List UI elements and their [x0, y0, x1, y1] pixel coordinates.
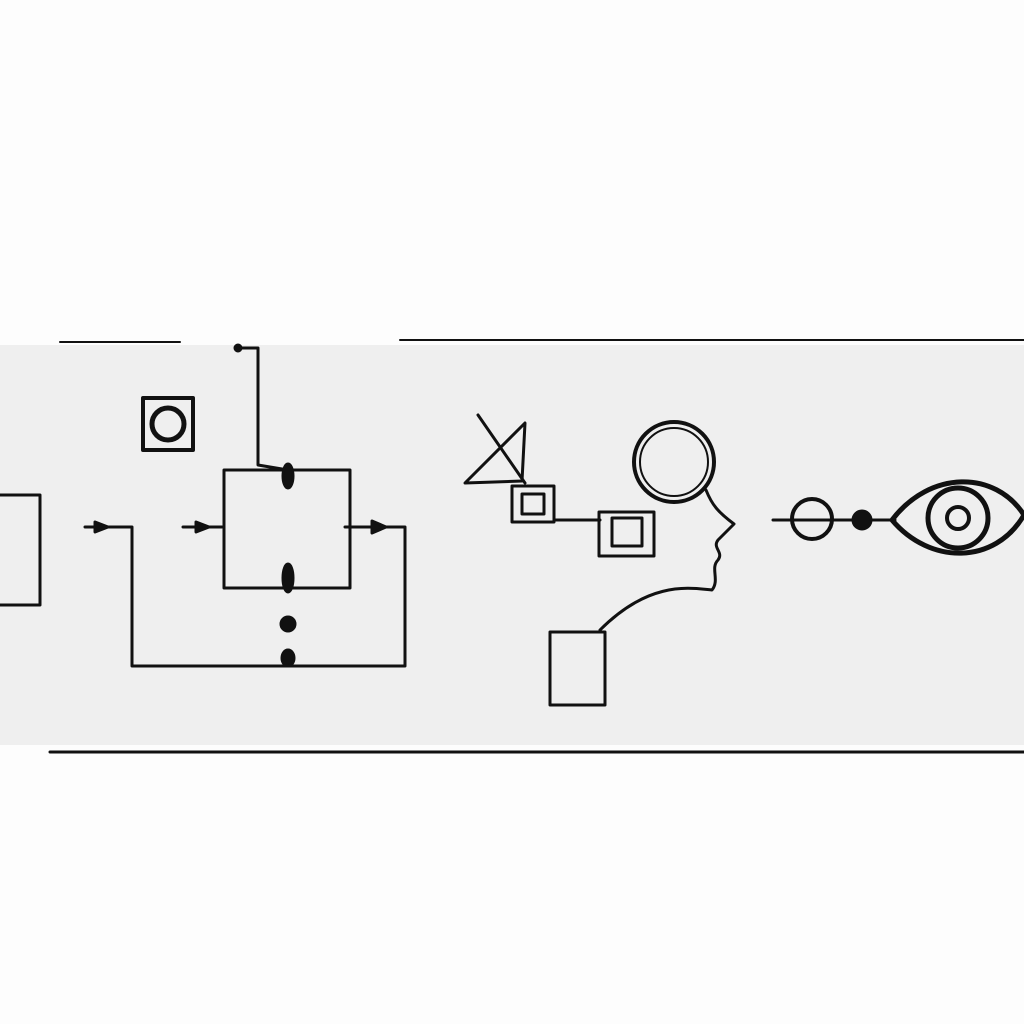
arrow-icon — [93, 520, 110, 534]
feed-line — [236, 346, 290, 472]
node-dot — [233, 343, 243, 353]
nested-square-inner — [520, 492, 546, 516]
arrow-icon — [370, 519, 388, 535]
circle-node — [790, 497, 834, 541]
node-dot — [281, 462, 295, 490]
head-circle — [632, 420, 716, 504]
small-dot — [851, 509, 873, 531]
arrow-icon — [194, 520, 211, 534]
loop-line — [83, 525, 407, 668]
nested-square-icon — [510, 484, 556, 524]
square-with-circle-icon — [141, 396, 195, 452]
node-dot — [280, 648, 296, 668]
band — [0, 345, 1024, 745]
left-box — [0, 493, 42, 607]
eye-icon — [889, 479, 1024, 556]
square-icon — [597, 510, 656, 558]
bottom-box — [548, 630, 607, 707]
square-inner — [610, 516, 644, 548]
triangle-icon — [463, 421, 527, 485]
head-circle-inner — [639, 427, 709, 497]
eye-pupil — [945, 505, 971, 531]
node-dot — [281, 562, 295, 594]
head-profile-icon — [598, 488, 736, 632]
node-dot — [279, 615, 297, 633]
eye-iris — [925, 485, 991, 551]
circle-icon — [149, 405, 187, 443]
triangle-slash — [476, 413, 527, 485]
